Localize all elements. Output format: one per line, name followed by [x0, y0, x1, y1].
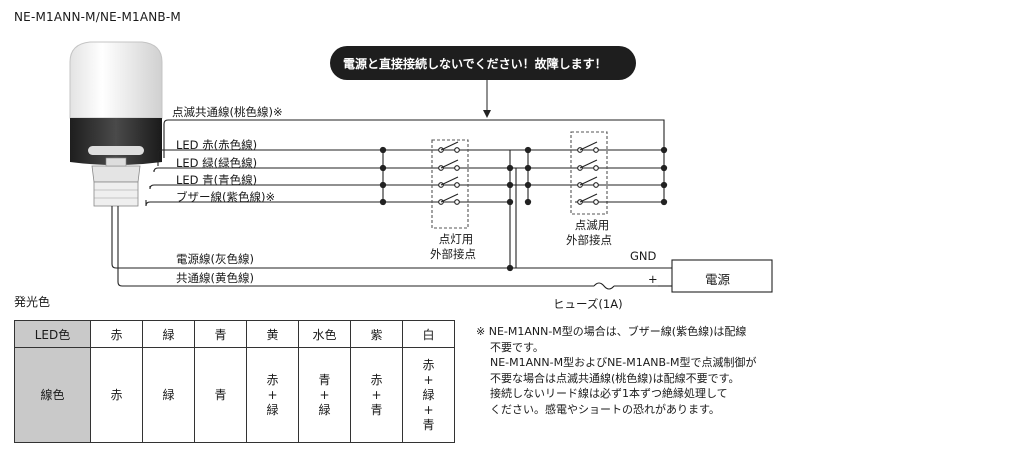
fuse-label: ヒューズ(1A) [553, 297, 623, 311]
header-led-color: LED色 [14, 320, 91, 348]
wire-label-led-blue: LED 青(青色線) [176, 173, 258, 187]
plus-label: + [648, 272, 658, 286]
wire-color-cell: 緑 [142, 347, 195, 443]
led-color-cell: 水色 [298, 320, 351, 348]
power-supply-box [671, 259, 773, 293]
lighting-contact-label: 点灯用 外部接点 [430, 232, 476, 261]
wire-color-cell: 赤+青 [350, 347, 403, 443]
note-line: NE-M1ANN-M型およびNE-M1ANB-M型で点滅制御が [490, 356, 757, 370]
note-line: 不要な場合は点滅共通線(桃色線)は配線不要です。 [490, 371, 740, 385]
warning-text: 電源と直接接続しないでください！故障します！ [343, 57, 607, 71]
wire-color-cell: 赤 [90, 347, 143, 443]
led-color-cell: 黄 [246, 320, 299, 348]
wire-color-cell: 赤+緑+青 [402, 347, 455, 443]
led-color-cell: 紫 [350, 320, 403, 348]
note-line: ※ NE-M1ANN-M型の場合は、ブザー線(紫色線)は配線 [476, 325, 747, 338]
wire-label-common: 共通線(黄色線) [176, 271, 254, 285]
wire-color-cell: 青 [194, 347, 247, 443]
gnd-label: GND [630, 249, 657, 263]
table-title: 発光色 [14, 295, 51, 309]
wire-label-blink-common: 点滅共通線(桃色線)※ [172, 105, 283, 119]
led-color-cell: 緑 [142, 320, 195, 348]
note-line: ください。感電やショートの恐れがあります。 [490, 402, 720, 416]
fuse-symbol [593, 282, 615, 290]
wire-label-led-green: LED 緑(緑色線) [176, 156, 258, 170]
wire-label-buzzer: ブザー線(紫色線)※ [176, 190, 276, 204]
power-supply-label: 電源 [705, 272, 731, 287]
wire-color-cell: 青+緑 [298, 347, 351, 443]
note-line: 不要です。 [490, 340, 544, 354]
header-wire-color: 線色 [14, 347, 91, 443]
note-line: 接続しないリード線は必ず1本ずつ絶縁処理して [490, 387, 728, 401]
lamp-wires [111, 119, 672, 287]
model-title: NE-M1ANN-M/NE-M1ANB-M [14, 10, 181, 24]
color-table: LED色 赤 緑 青 黄 水色 紫 白 線色 赤 緑 青 赤+緑 青+緑 赤+青… [14, 320, 455, 443]
notes: ※ NE-M1ANN-M型の場合は、ブザー線(紫色線)は配線 不要です。 NE-… [476, 324, 756, 418]
led-color-cell: 白 [402, 320, 455, 348]
led-color-cell: 青 [194, 320, 247, 348]
blinking-contact-label: 点滅用 外部接点 [566, 218, 612, 247]
signal-lamp [69, 41, 163, 207]
wire-color-cell: 赤+緑 [246, 347, 299, 443]
warning-callout [330, 46, 636, 118]
blinking-contacts [524, 131, 668, 215]
led-color-cell: 赤 [90, 320, 143, 348]
lighting-contacts [379, 139, 514, 272]
wire-label-led-red: LED 赤(赤色線) [176, 138, 258, 152]
wire-label-power: 電源線(灰色線) [176, 252, 254, 266]
